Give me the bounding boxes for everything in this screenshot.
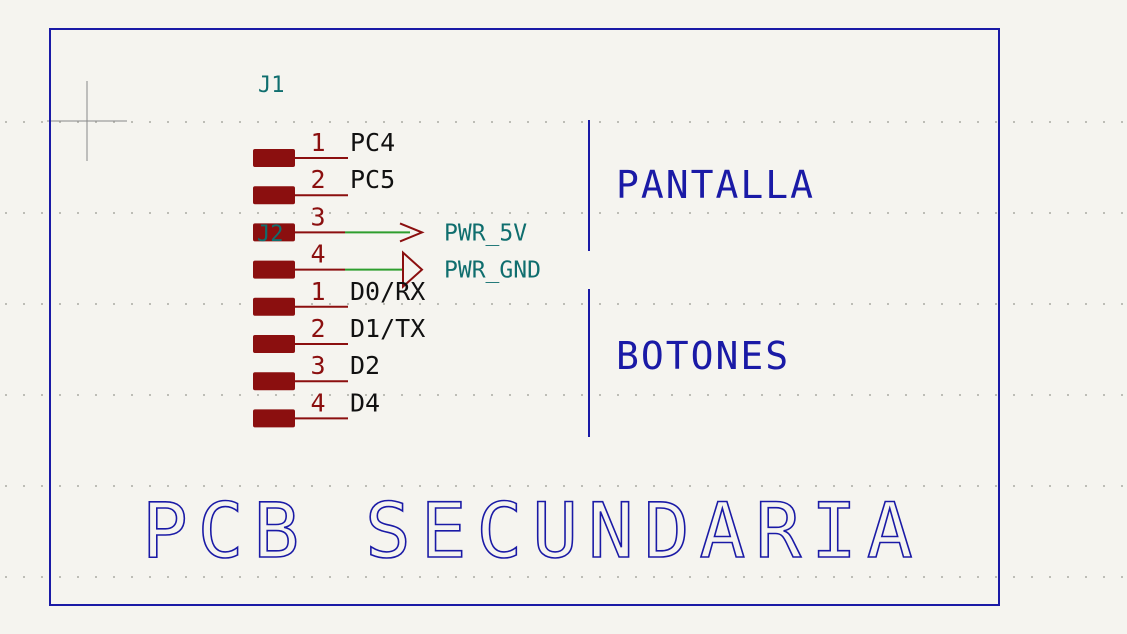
- pin-j2-4-pad[interactable]: [253, 409, 295, 428]
- pin-j1-4-pad[interactable]: [253, 260, 295, 279]
- pin-j1-3-pad[interactable]: [253, 223, 295, 242]
- ref-designator-j1[interactable]: J1: [258, 73, 285, 98]
- pin-j2-3-number: 3: [310, 351, 325, 380]
- pin-j2-1-number: 1: [310, 277, 325, 306]
- pin-j1-2-pad[interactable]: [253, 186, 295, 205]
- power-gnd-triangle-icon[interactable]: [402, 250, 424, 289]
- pin-j1-1-pad[interactable]: [253, 149, 295, 167]
- pin-j1-4-power-label[interactable]: PWR_GND: [444, 258, 541, 284]
- pin-j2-4-number: 4: [310, 388, 325, 417]
- pin-j1-1-net-label[interactable]: PC4: [350, 128, 395, 157]
- group-label-pantalla[interactable]: PANTALLA: [616, 163, 815, 207]
- pin-j2-3-net-label[interactable]: D2: [350, 351, 380, 380]
- board-frame[interactable]: [49, 28, 1000, 606]
- pin-j2-4-net-label[interactable]: D4: [350, 388, 380, 417]
- power-5v-arrow-icon[interactable]: [399, 222, 425, 243]
- pin-j2-1-pad[interactable]: [253, 297, 295, 316]
- grid-dots: [5, 121, 1123, 578]
- pin-j1-3-number: 3: [310, 202, 325, 231]
- pin-j1-2-number: 2: [310, 165, 325, 194]
- pin-j1-2-net-label[interactable]: PC5: [350, 165, 395, 194]
- cursor-crosshair: [47, 81, 127, 161]
- ref-designator-j2[interactable]: J2: [257, 222, 284, 247]
- pin-j2-1-net-label[interactable]: D0/RX: [350, 277, 425, 306]
- group-label-botones[interactable]: BOTONES: [616, 334, 790, 378]
- board-title[interactable]: PCB SECUNDARIA: [141, 485, 923, 576]
- pin-j2-2-net-label[interactable]: D1/TX: [350, 314, 425, 343]
- pin-j1-3-power-label[interactable]: PWR_5V: [444, 220, 527, 246]
- pin-j2-2-number: 2: [310, 314, 325, 343]
- pin-j1-4-number: 4: [310, 240, 325, 269]
- pin-j2-3-pad[interactable]: [253, 372, 295, 391]
- pin-j2-2-pad[interactable]: [253, 335, 295, 353]
- pin-j1-1-number: 1: [310, 128, 325, 157]
